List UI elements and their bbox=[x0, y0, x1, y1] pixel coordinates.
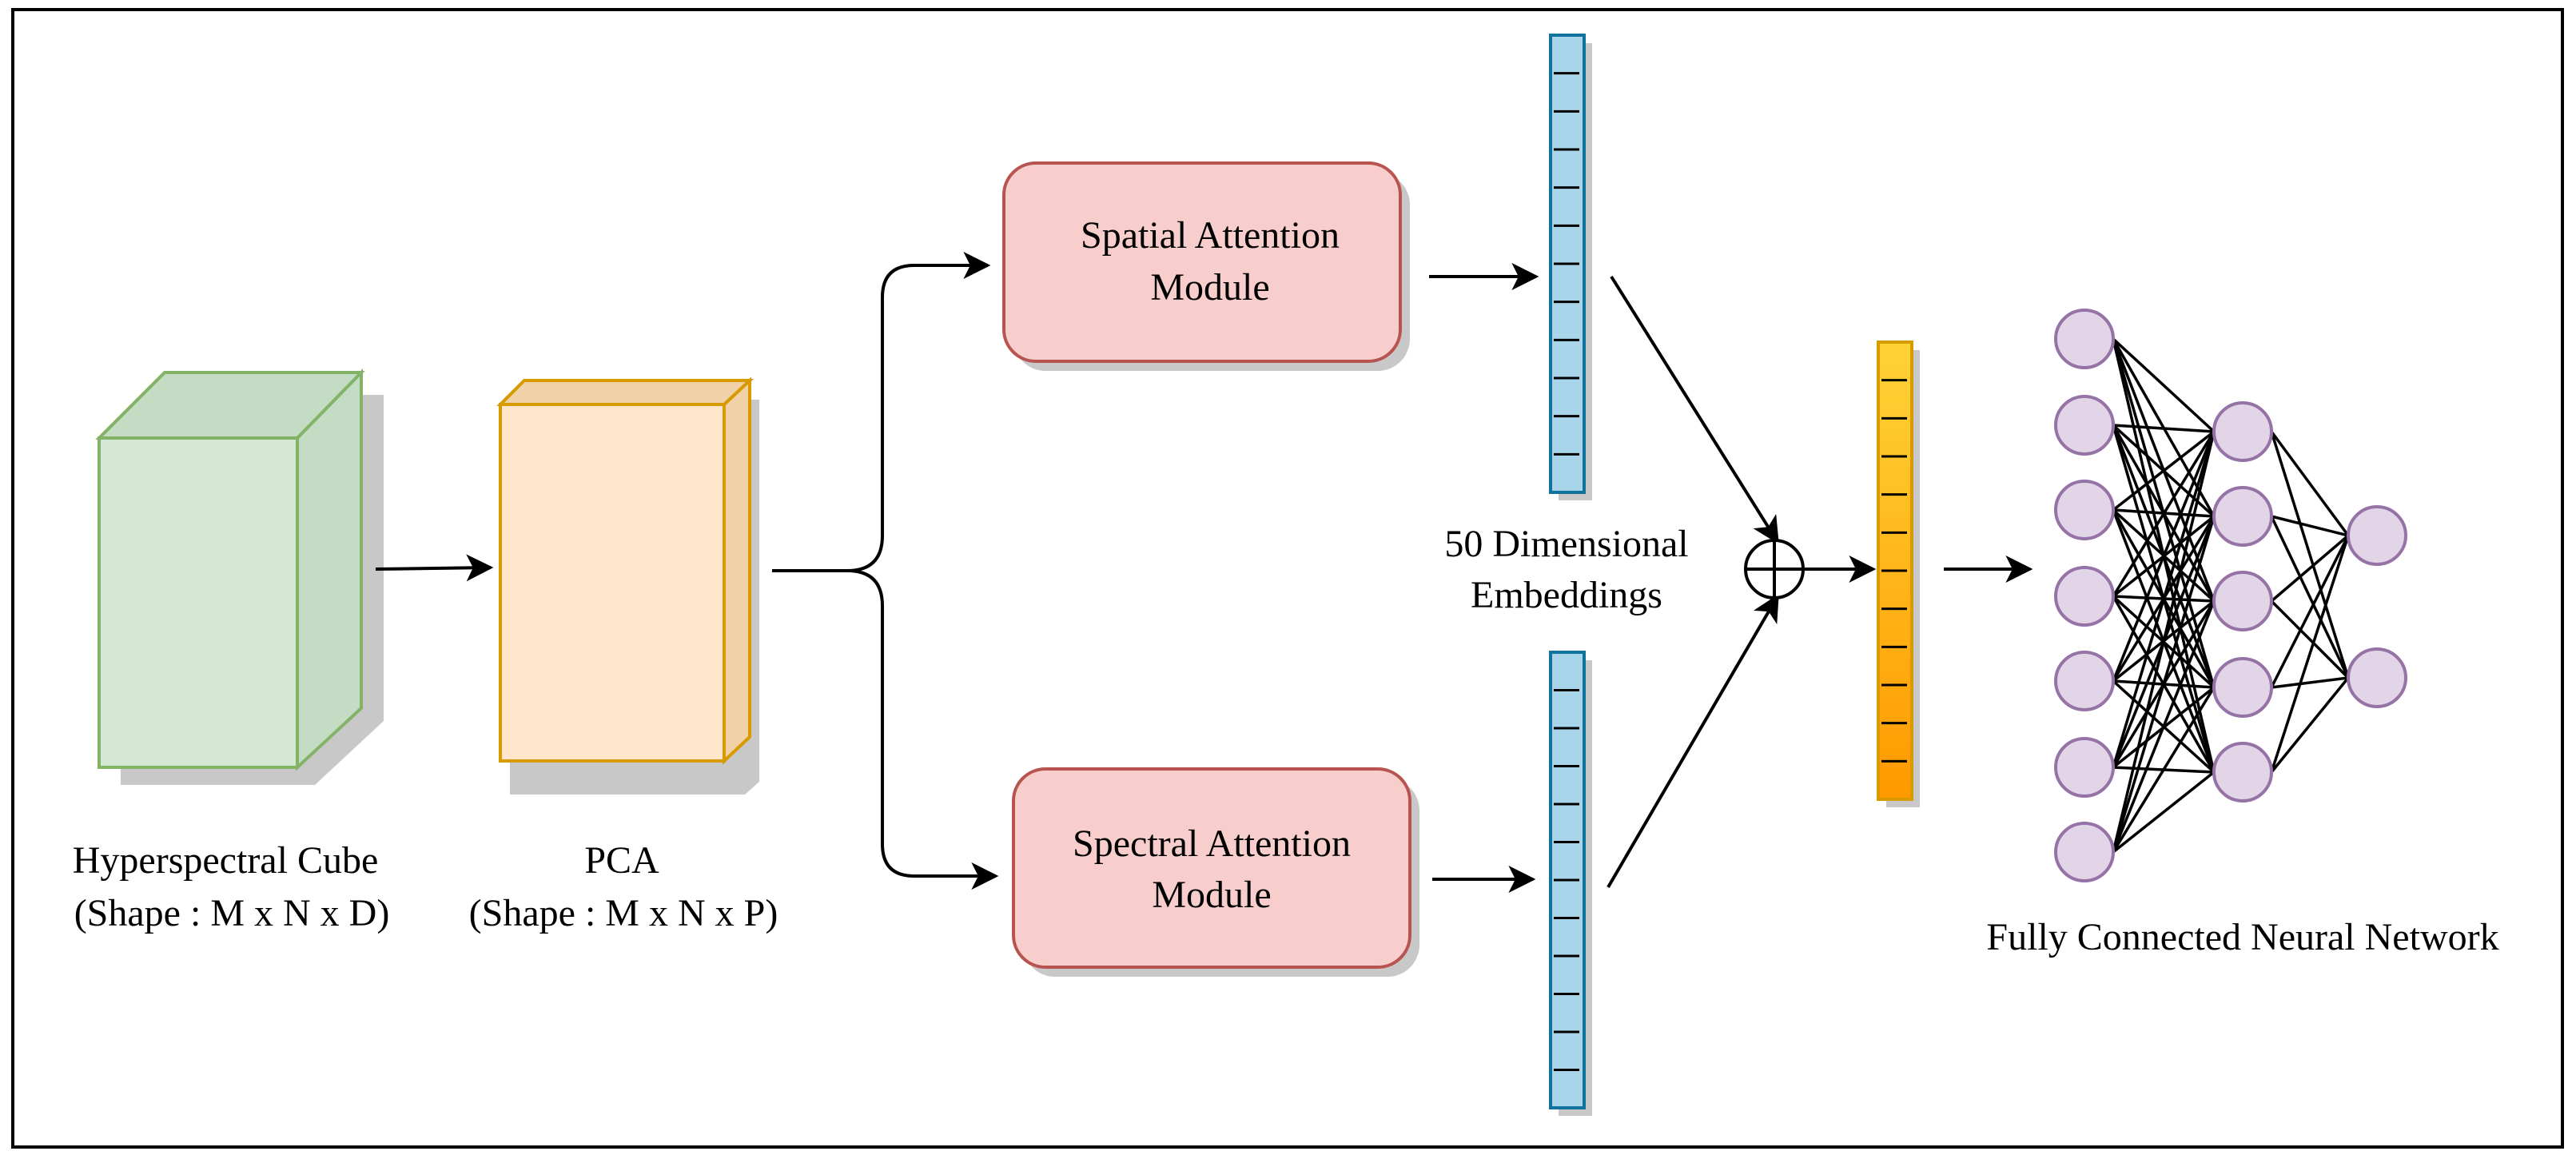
pca-label-2: (Shape : M x N x P) bbox=[469, 892, 778, 934]
neuron bbox=[2212, 742, 2273, 803]
neuron bbox=[2054, 309, 2115, 369]
arrow-bottom-embedding-to-fusion bbox=[1607, 594, 1779, 889]
network-edge bbox=[2270, 516, 2350, 679]
network-edge bbox=[2112, 687, 2216, 853]
spatial-module-label-2: Module bbox=[1150, 266, 1269, 309]
network-edge bbox=[2270, 535, 2350, 688]
embedding-label-2: Embeddings bbox=[1471, 574, 1662, 616]
fusion-add-icon bbox=[1744, 539, 1805, 599]
pca-label-1: PCA bbox=[584, 839, 659, 882]
network-edge bbox=[2112, 430, 2216, 512]
spectral-module-label-1: Spectral Attention bbox=[1073, 822, 1351, 865]
network-edge bbox=[2112, 337, 2216, 433]
spectral-embedding-vector bbox=[1549, 651, 1592, 1116]
figure-border bbox=[11, 8, 2564, 1149]
spectral-attention-module: Spectral Attention Module bbox=[1012, 767, 1419, 977]
network-edge bbox=[2112, 600, 2216, 853]
spatial-embedding-vector bbox=[1549, 34, 1592, 500]
network-edge bbox=[2112, 431, 2216, 853]
fused-embedding-vector bbox=[1877, 341, 1920, 807]
pca-block bbox=[496, 376, 759, 795]
network-edge bbox=[2270, 676, 2350, 774]
fcnn-label: Fully Connected Neural Network bbox=[1986, 916, 2498, 958]
spatial-module-label-1: Spatial Attention bbox=[1081, 214, 1340, 257]
network-edge bbox=[2270, 534, 2350, 603]
arrow-cube-to-pca bbox=[375, 554, 494, 582]
neuron bbox=[2054, 651, 2115, 711]
network-connections bbox=[2112, 337, 2350, 854]
neuron bbox=[2347, 647, 2407, 708]
neuron bbox=[2212, 486, 2273, 547]
network-edge bbox=[2112, 516, 2216, 853]
network-neurons bbox=[2054, 309, 2407, 882]
network-edge bbox=[2271, 676, 2349, 689]
cube-label-1: Hyperspectral Cube bbox=[73, 839, 379, 882]
neuron bbox=[2054, 822, 2115, 882]
embedding-label-1: 50 Dimensional bbox=[1444, 523, 1688, 565]
neuron bbox=[2212, 657, 2273, 718]
neuron bbox=[2054, 480, 2115, 540]
neuron bbox=[2212, 401, 2273, 462]
network-edge bbox=[2112, 431, 2216, 597]
network-edge bbox=[2271, 515, 2349, 537]
network-edge bbox=[2270, 430, 2350, 537]
spectral-module-label-2: Module bbox=[1152, 874, 1271, 916]
network-edge bbox=[2270, 431, 2350, 679]
hyperspectral-cube bbox=[95, 368, 384, 785]
cube-label-2: (Shape : M x N x D) bbox=[74, 892, 390, 934]
neuron bbox=[2054, 395, 2115, 456]
neuron bbox=[2347, 505, 2407, 566]
neuron bbox=[2212, 571, 2273, 631]
neuron bbox=[2054, 566, 2115, 627]
neuron bbox=[2054, 737, 2115, 798]
arrow-top-embedding-to-fusion bbox=[1610, 275, 1779, 544]
fork-arrows bbox=[772, 252, 999, 890]
network-edge bbox=[2112, 431, 2216, 682]
network-edge bbox=[2112, 424, 2215, 433]
spatial-attention-module: Spatial Attention Module bbox=[1002, 161, 1410, 371]
network-edge bbox=[2270, 535, 2350, 773]
network-edge bbox=[2270, 599, 2350, 679]
network-edge bbox=[2112, 431, 2216, 768]
network-edge bbox=[2112, 771, 2216, 854]
